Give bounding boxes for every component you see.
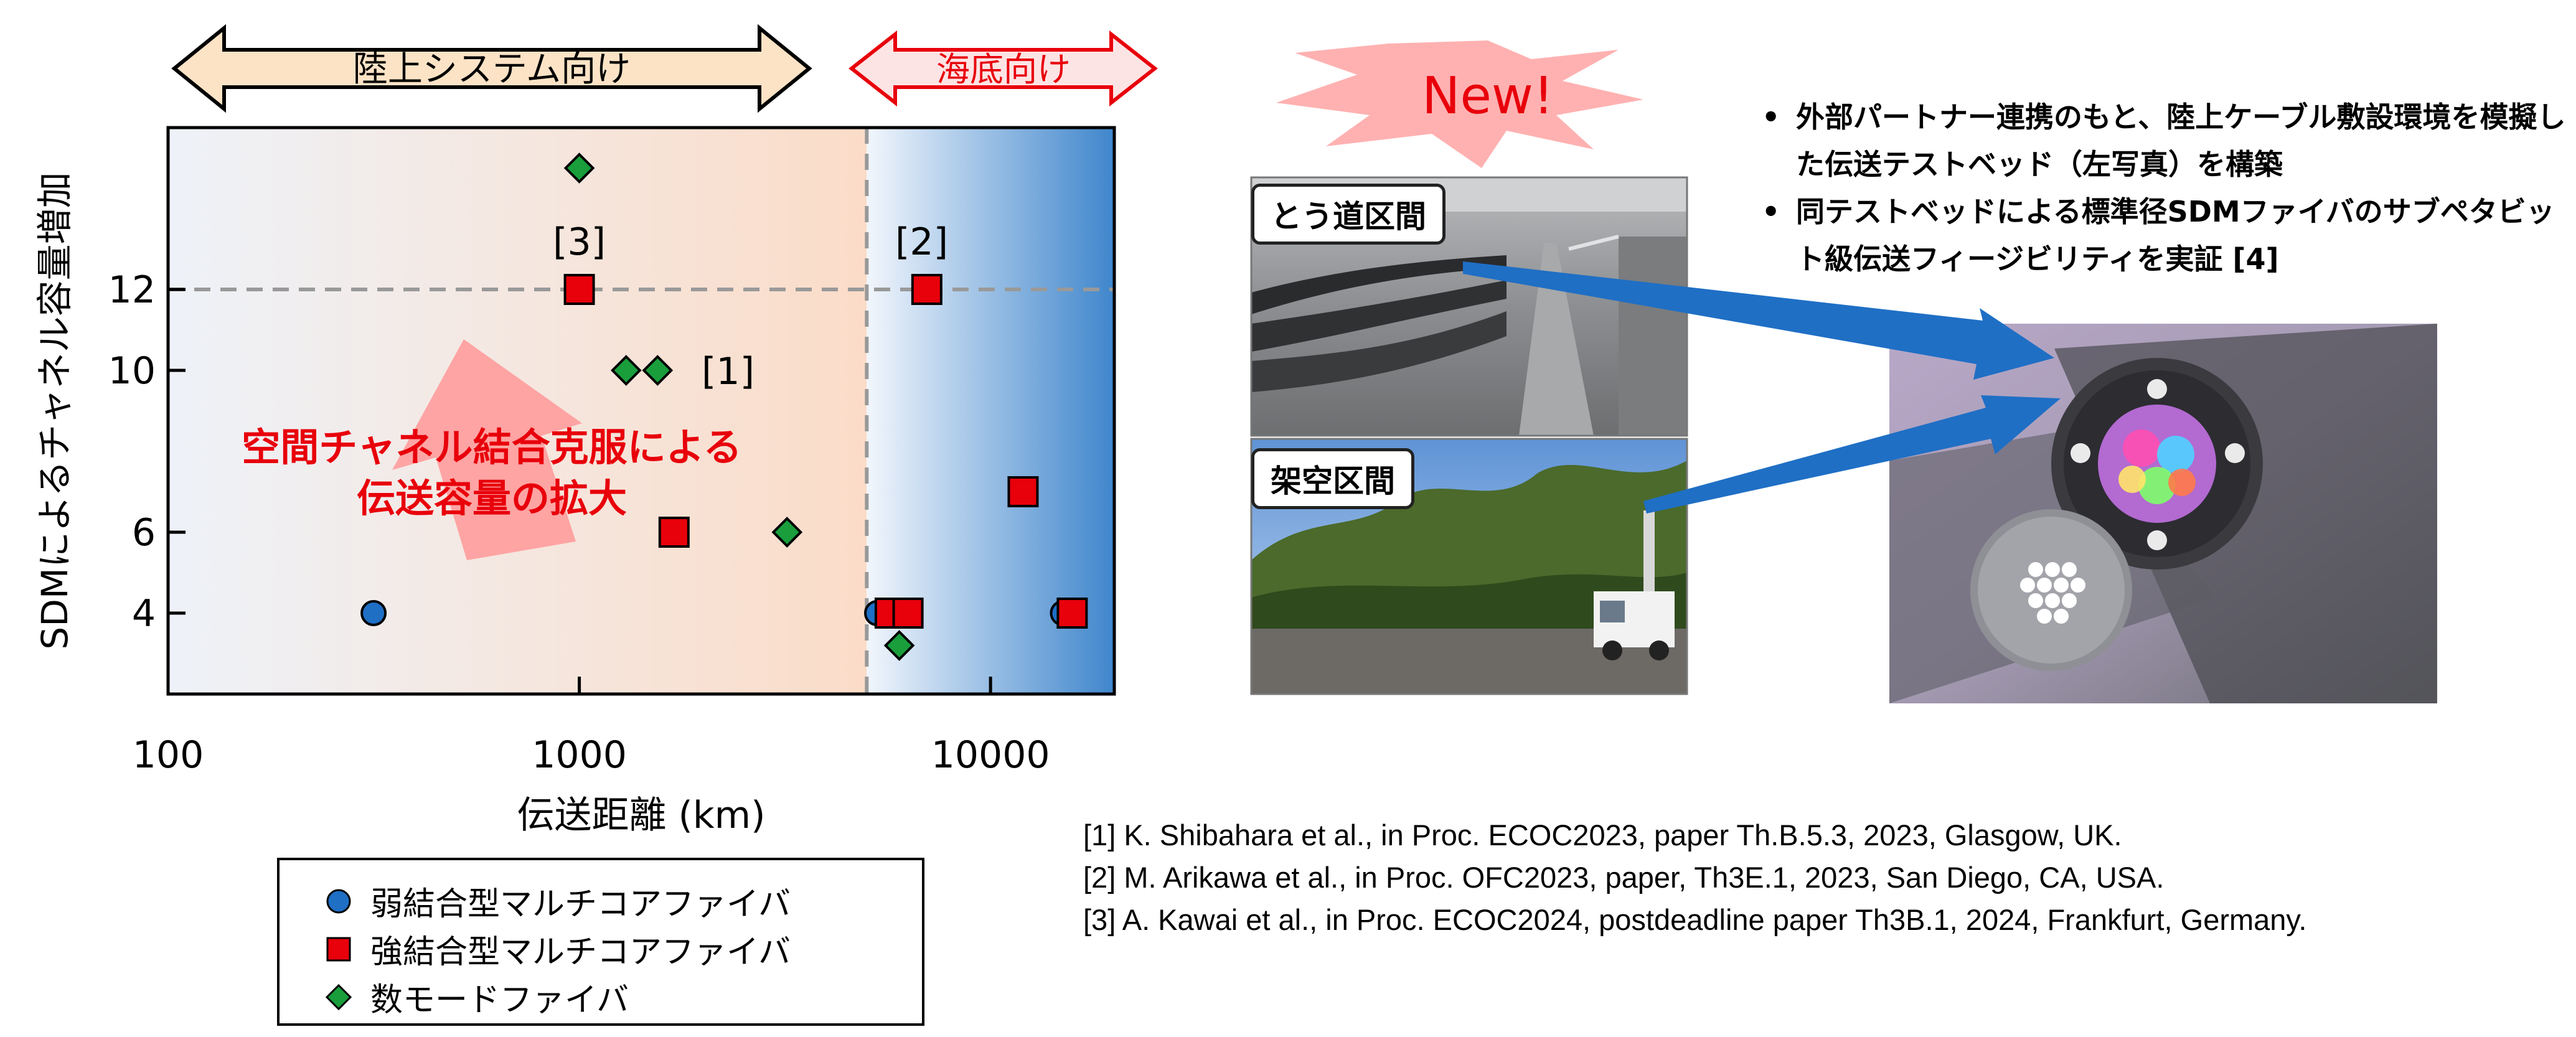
x-tick-label: 100 xyxy=(133,733,204,777)
bullet-item: 同テストベッドによる標準径SDMファイバのサブペタビット級伝送フィージビリティを… xyxy=(1762,188,2571,283)
legend-label: 弱結合型マルチコアファイバ xyxy=(370,886,791,923)
y-tick-label: 4 xyxy=(132,592,156,636)
bullet-item: 外部パートナー連携のもと、陸上ケーブル敷設環境を模擬した伝送テストベッド（左写真… xyxy=(1762,93,2571,188)
x-tick-label: 1000 xyxy=(532,733,627,777)
x-axis-label: 伝送距離 (km) xyxy=(517,794,765,837)
trend-arrow xyxy=(392,339,582,560)
chart-legend: 弱結合型マルチコアファイバ 強結合型マルチコアファイバ 数モードファイバ xyxy=(277,858,924,1026)
few-mode-point xyxy=(642,355,674,386)
new-burst-icon xyxy=(1276,40,1643,168)
square-marker-icon xyxy=(323,934,354,965)
weak-coupled-point xyxy=(360,600,387,626)
new-badge: New! xyxy=(1422,67,1554,126)
trend-text-line1: 空間チャネル結合克服による xyxy=(242,425,742,470)
fiber-cross-section-image xyxy=(1889,324,2437,703)
reference-annotation: [1] xyxy=(702,350,754,393)
strong-coupled-point xyxy=(658,517,690,548)
plot-frame xyxy=(166,126,1116,696)
aerial-section-label: 架空区間 xyxy=(1251,448,1414,509)
circle-marker-icon xyxy=(323,886,354,917)
tunnel-section-label: とう道区間 xyxy=(1251,184,1445,245)
reference-annotation: [2] xyxy=(895,220,948,264)
summary-bullets: 外部パートナー連携のもと、陸上ケーブル敷設環境を模擬した伝送テストベッド（左写真… xyxy=(1762,93,2571,283)
reference-item: [1] K. Shibahara et al., in Proc. ECOC20… xyxy=(1083,819,2122,852)
reference-list: [1] K. Shibahara et al., in Proc. ECOC20… xyxy=(1083,814,2307,941)
strong-coupled-point xyxy=(1056,598,1088,629)
land-region-arrow xyxy=(171,24,812,113)
trend-text-line2: 伝送容量の拡大 xyxy=(357,476,627,521)
few-mode-point xyxy=(611,355,642,386)
sea-region-arrow xyxy=(848,30,1158,107)
y-axis-label: SDMによるチャネル容量増加 xyxy=(34,172,76,649)
aerial-pointer-arrow xyxy=(1643,395,2061,514)
reference-item: [2] M. Arikawa et al., in Proc. OFC2023,… xyxy=(1083,861,2165,894)
strong-coupled-point xyxy=(563,274,595,305)
legend-label: 強結合型マルチコアファイバ xyxy=(370,934,791,971)
reference-annotation: [3] xyxy=(553,220,606,264)
land-region-label: 陸上システム向け xyxy=(353,49,631,90)
legend-item-strong-coupled: 強結合型マルチコアファイバ xyxy=(323,926,791,972)
y-tick-label: 10 xyxy=(108,349,156,393)
y-tick-label: 6 xyxy=(132,511,156,555)
few-mode-point xyxy=(883,630,915,661)
legend-item-weak-coupled: 弱結合型マルチコアファイバ xyxy=(323,878,791,924)
x-axis-ticks: 100 1000 10000 xyxy=(133,677,1050,777)
strong-coupled-point xyxy=(911,274,942,305)
tunnel-pointer-arrow xyxy=(1463,261,2054,380)
strong-coupled-point xyxy=(892,598,924,629)
few-mode-point xyxy=(771,517,803,548)
legend-label: 数モードファイバ xyxy=(370,982,629,1019)
y-axis-ticks: 4 6 10 12 xyxy=(108,268,186,636)
diamond-marker-icon xyxy=(323,982,354,1013)
legend-item-few-mode: 数モードファイバ xyxy=(323,974,629,1020)
data-markers xyxy=(360,152,1088,661)
few-mode-point xyxy=(563,152,595,184)
sea-region-label: 海底向け xyxy=(936,50,1071,89)
reference-item: [3] A. Kawai et al., in Proc. ECOC2024, … xyxy=(1083,903,2307,936)
chart-annotations: [3] [2] [1] xyxy=(553,220,948,393)
y-tick-label: 12 xyxy=(108,268,156,312)
x-tick-label: 10000 xyxy=(931,733,1050,777)
strong-coupled-point xyxy=(1007,476,1039,507)
